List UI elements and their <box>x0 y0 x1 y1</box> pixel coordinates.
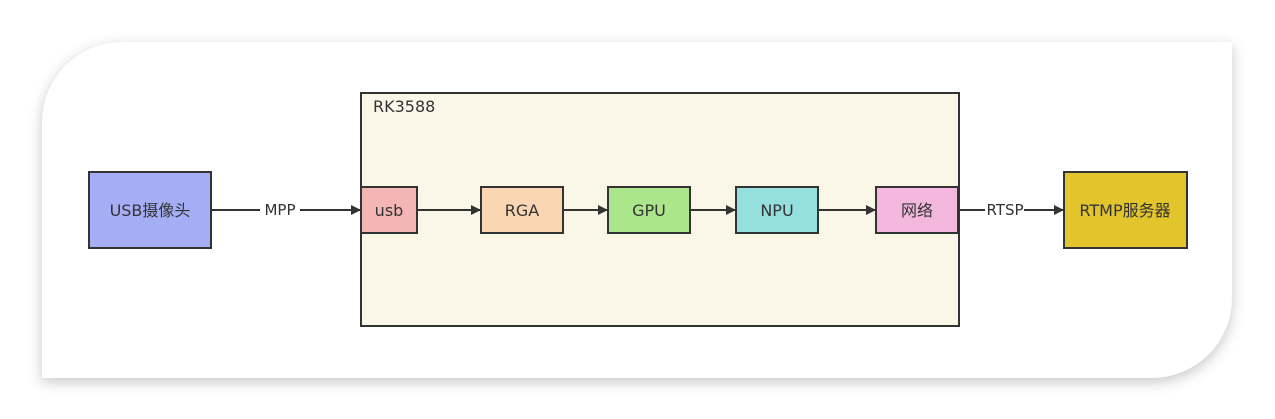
node-camera: USB摄像头 <box>88 171 212 249</box>
node-rga-label: RGA <box>505 201 540 220</box>
node-network-box <box>875 186 959 234</box>
node-npu-box <box>735 186 819 234</box>
node-network-label: 网络 <box>901 201 933 220</box>
node-gpu-label: GPU <box>632 201 666 220</box>
node-rtmp-label: RTMP服务器 <box>1079 201 1170 220</box>
node-npu-label: NPU <box>760 201 793 220</box>
node-gpu: GPU <box>607 186 691 234</box>
node-rga-box <box>480 186 564 234</box>
cluster-rk3588-title: RK3588 <box>373 97 435 116</box>
node-usb-box <box>360 186 418 234</box>
node-npu: NPU <box>735 186 819 234</box>
node-usb: usb <box>360 186 418 234</box>
node-rtmp-box <box>1063 171 1188 249</box>
node-rtmp: RTMP服务器 <box>1063 171 1188 249</box>
node-camera-label: USB摄像头 <box>110 201 191 220</box>
node-network: 网络 <box>875 186 959 234</box>
node-usb-label: usb <box>375 201 404 220</box>
node-rga: RGA <box>480 186 564 234</box>
node-gpu-box <box>607 186 691 234</box>
node-camera-box <box>88 171 212 249</box>
edge-label-mpp: MPP <box>264 201 295 219</box>
edge-label-rtsp: RTSP <box>986 201 1023 219</box>
